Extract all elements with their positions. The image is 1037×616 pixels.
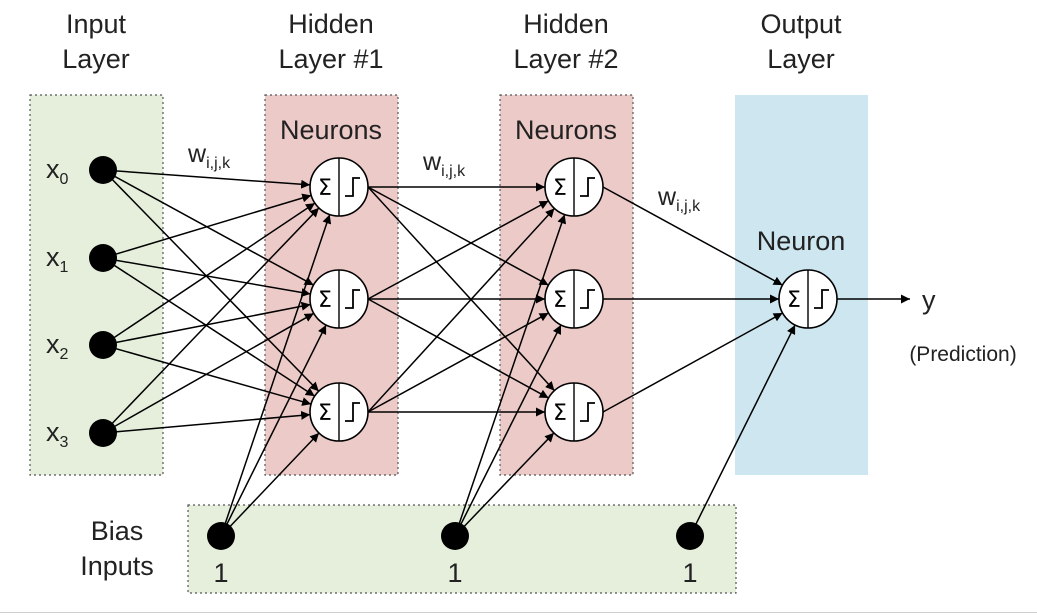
hidden-layer-2-title-line1: Hidden [523,9,609,39]
bias-node-3 [676,522,704,550]
edge-bias-1-to-h1-1 [220,324,327,537]
weight-label-h1-to-h2: wi,j,k [422,148,466,180]
edge-input-0-to-h1-1 [102,169,314,286]
bias-inputs-band [187,504,737,594]
hidden1-neuron-0: Σ [309,157,369,217]
edge-h1-1-to-h2-2 [367,298,549,399]
edge-h1-0-to-h2-2 [367,186,555,392]
connections [102,169,910,537]
output-layer-title-line2: Layer [767,44,835,74]
sum-symbol: Σ [318,288,332,313]
hidden1-neuron-1: Σ [309,269,369,329]
hidden2-neuron-0: Σ [544,157,604,217]
edge-h2-0-to-output [602,186,783,286]
input-node-x2 [89,331,117,359]
bias-node-2 [441,522,469,550]
nodes: Σ Σ Σ Σ Σ Σ Σ [89,156,838,550]
sum-symbol: Σ [553,401,567,426]
input-label-x2: x2 [46,329,69,363]
edge-bias-1-to-h1-2 [220,432,320,537]
output-y-label: y [922,285,936,315]
output-layer-title-line1: Output [760,9,842,39]
input-label-x0: x0 [46,154,69,188]
hidden2-neuron-1: Σ [544,269,604,329]
edge-input-3-to-h1-1 [102,312,315,434]
edge-bias-2-to-h2-0 [454,214,566,537]
bias-node-1 [207,522,235,550]
sum-symbol: Σ [553,176,567,201]
bias-label-line1: Bias [91,516,144,546]
edge-h1-2-to-h2-1 [367,312,549,413]
prediction-label: (Prediction) [909,343,1016,366]
output-neuron-label: Neuron [757,226,846,256]
edge-bias-2-to-h2-1 [454,324,562,537]
input-label-x3: x3 [46,417,69,451]
hidden-layer-1-title-line1: Hidden [288,9,374,39]
edge-h1-0-to-h2-1 [367,186,549,286]
edge-input-1-to-h1-0 [102,193,312,259]
sum-symbol: Σ [553,288,567,313]
weight-label-input-to-h1: wi,j,k [187,140,231,172]
weight-label-h2-to-output: wi,j,k [657,183,701,215]
hidden1-neuron-2: Σ [309,382,369,442]
output-neuron: Σ [778,269,838,329]
step-icon [580,402,595,422]
input-node-x1 [89,244,117,272]
edge-input-0-to-h1-0 [102,169,311,189]
step-icon [814,289,829,309]
input-node-x3 [89,419,117,447]
input-node-x0 [89,156,117,184]
bias-value-1: 1 [213,558,228,588]
input-label-x1: x1 [46,242,69,276]
hidden-layer-1-title-line2: Layer #1 [278,44,383,74]
hidden-layer-2-title-line2: Layer #2 [513,44,618,74]
sum-symbol: Σ [318,401,332,426]
step-icon [345,289,360,309]
hidden-layer-2-neurons-label: Neurons [515,115,617,145]
bottom-divider [0,612,1037,613]
edge-h2-2-to-output [602,312,783,413]
edge-bias-3-to-output [689,324,796,537]
input-layer-title-line1: Input [66,9,127,39]
step-icon [345,402,360,422]
edge-bias-2-to-h2-2 [454,432,555,537]
bias-value-2: 1 [447,558,462,588]
edge-input-3-to-h1-2 [102,410,311,434]
sum-symbol: Σ [787,288,801,313]
sum-symbol: Σ [318,176,332,201]
bias-value-3: 1 [682,558,697,588]
edge-bias-1-to-h1-0 [220,214,332,537]
step-icon [580,289,595,309]
step-icon [580,177,595,197]
hidden2-neuron-2: Σ [544,382,604,442]
edge-input-2-to-h1-0 [102,202,316,346]
edge-h1-1-to-h2-0 [367,200,549,300]
edge-h1-2-to-h2-0 [367,207,555,413]
edge-input-1-to-h1-2 [102,257,316,397]
bias-label-line2: Inputs [80,551,154,581]
edge-input-3-to-h1-0 [102,207,320,434]
hidden-layer-1-neurons-label: Neurons [280,115,382,145]
step-icon [345,177,360,197]
input-layer-title-line2: Layer [62,44,130,74]
